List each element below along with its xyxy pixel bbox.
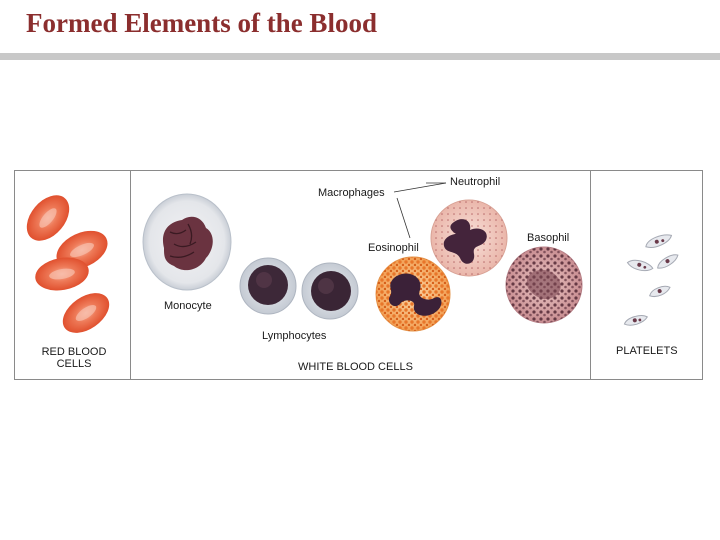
label-monocyte: Monocyte	[164, 300, 212, 312]
label-platelets: PLATELETS	[616, 345, 678, 357]
label-white-blood-cells: WHITE BLOOD CELLS	[298, 361, 413, 373]
eosinophil-cell	[375, 256, 451, 332]
label-macrophages: Macrophages	[318, 187, 385, 199]
blood-cells-illustration	[14, 170, 703, 380]
title-divider	[0, 53, 720, 60]
blood-cells-figure: RED BLOOD CELLS Monocyte Lymphocytes Mac…	[14, 170, 703, 380]
monocyte-cell	[142, 193, 232, 291]
basophil-cell	[505, 246, 583, 324]
lymphocyte-cells	[239, 257, 359, 320]
label-red-blood-cells: RED BLOOD CELLS	[42, 346, 107, 370]
label-eosinophil: Eosinophil	[368, 242, 419, 254]
neutrophil-cell	[430, 199, 508, 277]
label-lymphocytes: Lymphocytes	[262, 330, 327, 342]
label-basophil: Basophil	[527, 232, 570, 244]
platelets	[623, 234, 679, 326]
leader-lines	[393, 182, 447, 239]
label-red-blood-cells-text: RED BLOOD CELLS	[41, 346, 107, 370]
page-title: Formed Elements of the Blood	[26, 8, 377, 38]
red-blood-cells	[26, 195, 110, 333]
label-neutrophil: Neutrophil	[450, 176, 501, 188]
